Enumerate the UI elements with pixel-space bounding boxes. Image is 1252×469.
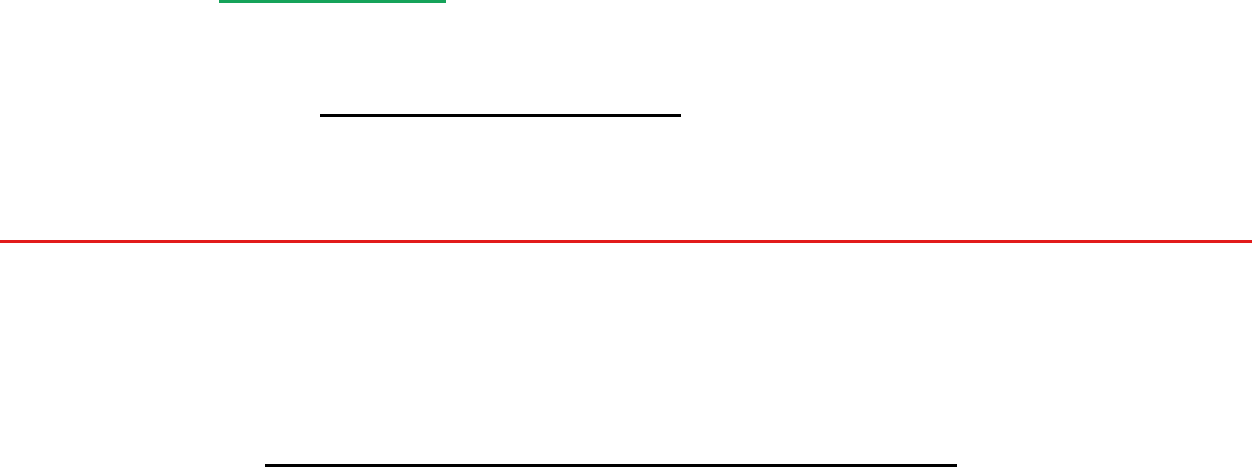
black-horizontal-line-lower [265,464,957,467]
red-horizontal-divider [0,240,1252,243]
black-horizontal-line-upper [320,114,681,117]
green-horizontal-line [219,0,446,3]
